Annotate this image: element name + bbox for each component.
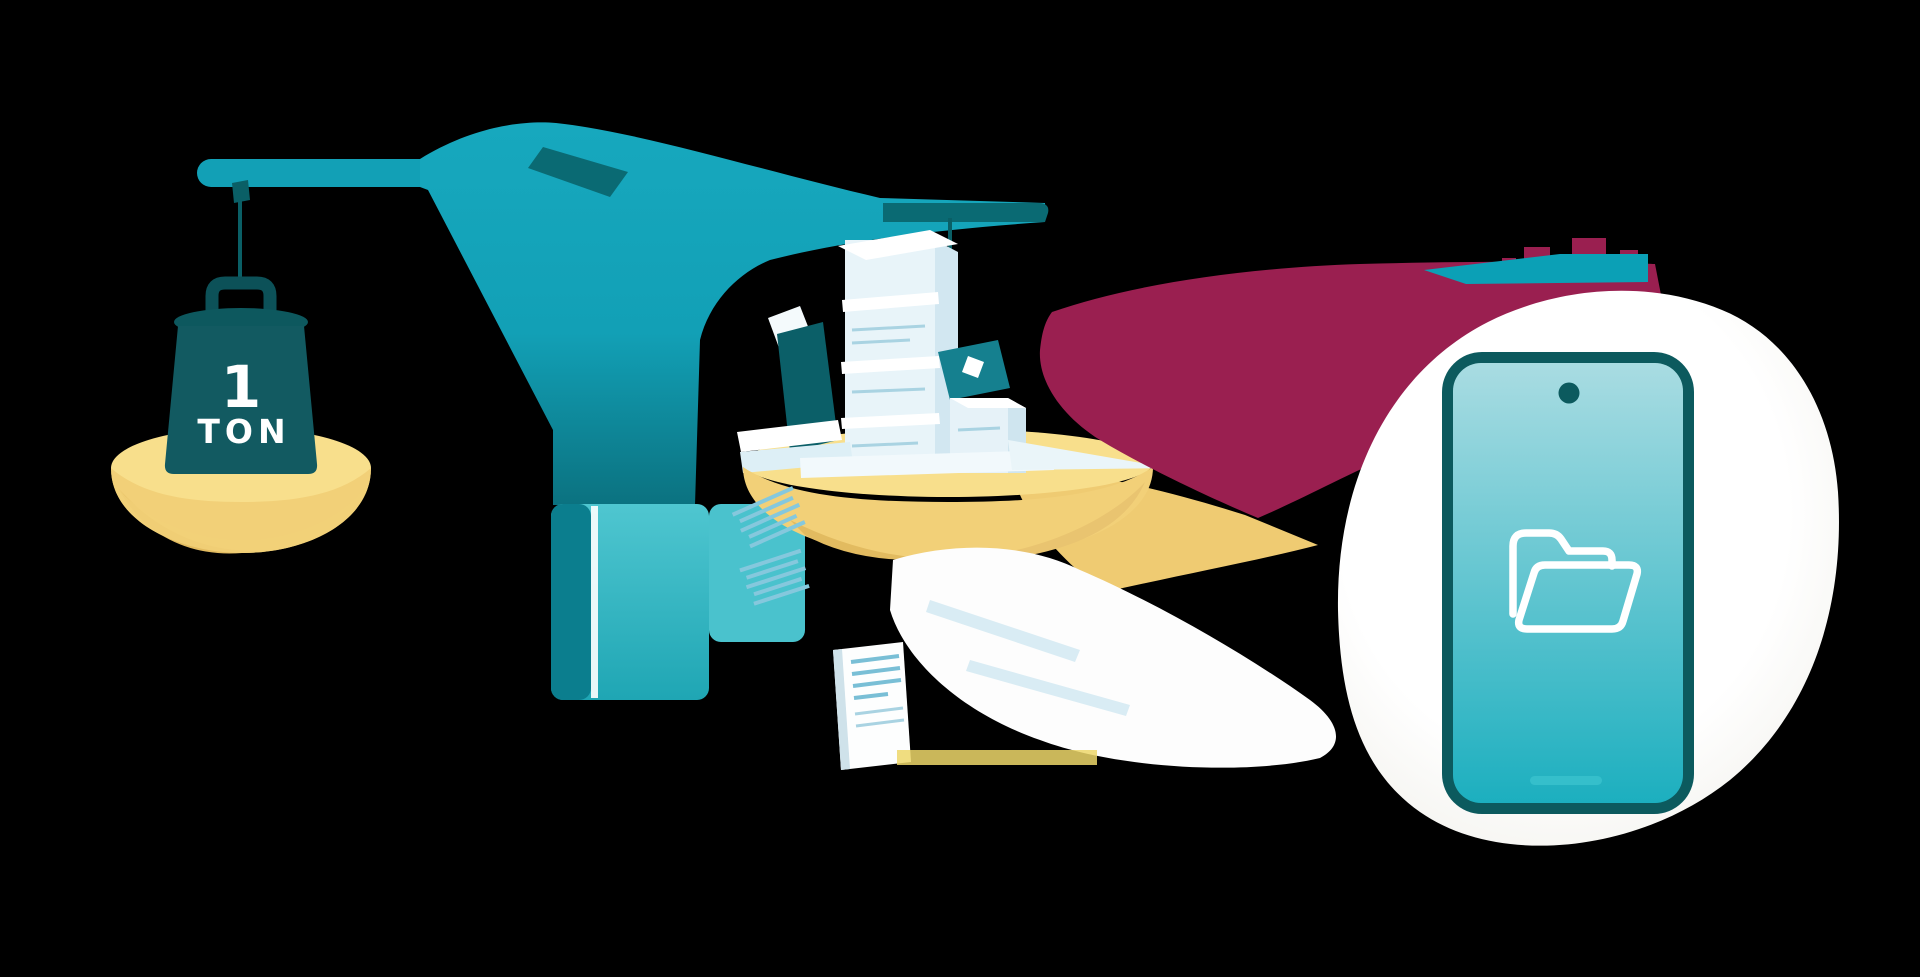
left-hanging-string (238, 198, 242, 286)
weight-handle (205, 276, 277, 318)
paper-lines-group-1 (731, 486, 806, 549)
stack-front-face (845, 240, 935, 473)
one-ton-weight: 1 TON (164, 276, 318, 474)
pale-sheet-band (1008, 440, 1170, 470)
right-dish-shadow (790, 520, 950, 561)
teal-accent-wedge (1424, 254, 1648, 284)
sheet-streak-1 (926, 600, 1080, 662)
yellow-reflection-streak (897, 750, 1097, 765)
paper-pan (737, 230, 1318, 592)
stack-top-cap (838, 230, 958, 260)
weight-value-label: 1 (221, 353, 261, 421)
pile-base-slab (800, 450, 1054, 478)
phone-screen (1453, 363, 1683, 803)
stack-divider-1 (842, 292, 939, 312)
camera-dot-icon (1558, 382, 1580, 404)
left-dish-bowl-fill (111, 468, 371, 553)
falling-sheet (833, 642, 911, 770)
left-pile-sheet-1 (737, 420, 842, 452)
weight-pan: 1 TON (111, 276, 371, 554)
teal-folder-label (962, 356, 984, 378)
right-dish-bowl (743, 467, 1153, 560)
beam-bend-facet (528, 147, 628, 197)
scattered-sheets-mass (890, 547, 1337, 768)
scale-base-highlight (591, 506, 598, 698)
weight-body (164, 326, 318, 474)
smartphone (1442, 352, 1694, 814)
left-string-attachment (232, 180, 250, 203)
flying-papers (731, 440, 1337, 770)
beam-right-end-facet (883, 203, 1049, 222)
scale-base-dark-strip (551, 504, 591, 700)
right-stack-top (950, 398, 1026, 408)
home-indicator (1530, 776, 1602, 785)
balance-scale (197, 122, 1049, 700)
stack-divider-3 (841, 413, 940, 429)
paper-stacks (737, 230, 1054, 478)
stack-divider-2 (841, 356, 940, 374)
sheet-streak-2 (966, 660, 1130, 716)
weight-unit-label: TON (197, 412, 290, 451)
open-folder-icon (1509, 529, 1642, 633)
dark-folder-slab (777, 322, 838, 452)
scale-beam-left-arm (197, 159, 437, 187)
right-dish-bowl-shade (960, 482, 1145, 558)
paper-lines-group-2 (739, 548, 810, 606)
